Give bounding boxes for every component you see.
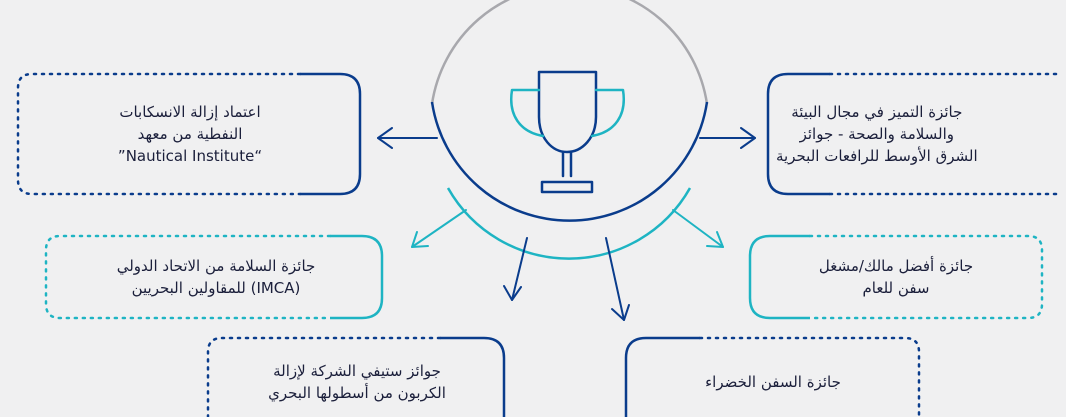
award-nautical-institute-text: اعتماد إزالة الانسكابات النفطية من معهد … <box>117 103 263 165</box>
award-green-ships-text: جائزة السفن الخضراء <box>705 372 841 391</box>
center-circle-navy-arc <box>430 101 709 222</box>
arrow-to-steve-decarbonization <box>503 237 528 301</box>
arrow-to-imca-safety <box>411 209 467 248</box>
box-steve-decarbonization <box>206 336 506 417</box>
box-nautical-institute <box>16 72 362 196</box>
arrow-to-nautical-institute <box>377 127 438 149</box>
center-circle-top-arc <box>430 0 709 105</box>
arrow-to-best-owner-operator <box>672 209 724 248</box>
award-excellence-environment-text: جائزة التميز في مجال البيئة والسلامة وال… <box>776 103 978 165</box>
trophy-icon <box>510 70 625 194</box>
arrow-to-green-ships <box>605 237 630 321</box>
box-best-owner-operator <box>748 234 1044 320</box>
box-imca-safety <box>44 234 384 320</box>
award-imca-safety-text: جائزة السلامة من الاتحاد الدولي (IMCA) ل… <box>116 257 316 297</box>
box-excellence-environment <box>766 72 1062 196</box>
award-steve-decarbonization-text: جوائز ستيفي الشركة لإزالة الكربون من أسط… <box>268 361 446 402</box>
box-green-ships <box>624 336 921 417</box>
arrow-to-excellence-environment <box>699 127 756 149</box>
center-circle-teal-arc <box>446 187 692 260</box>
award-best-owner-operator-text: جائزة أفضل مالك/مشغل سفن للعام <box>818 257 974 297</box>
